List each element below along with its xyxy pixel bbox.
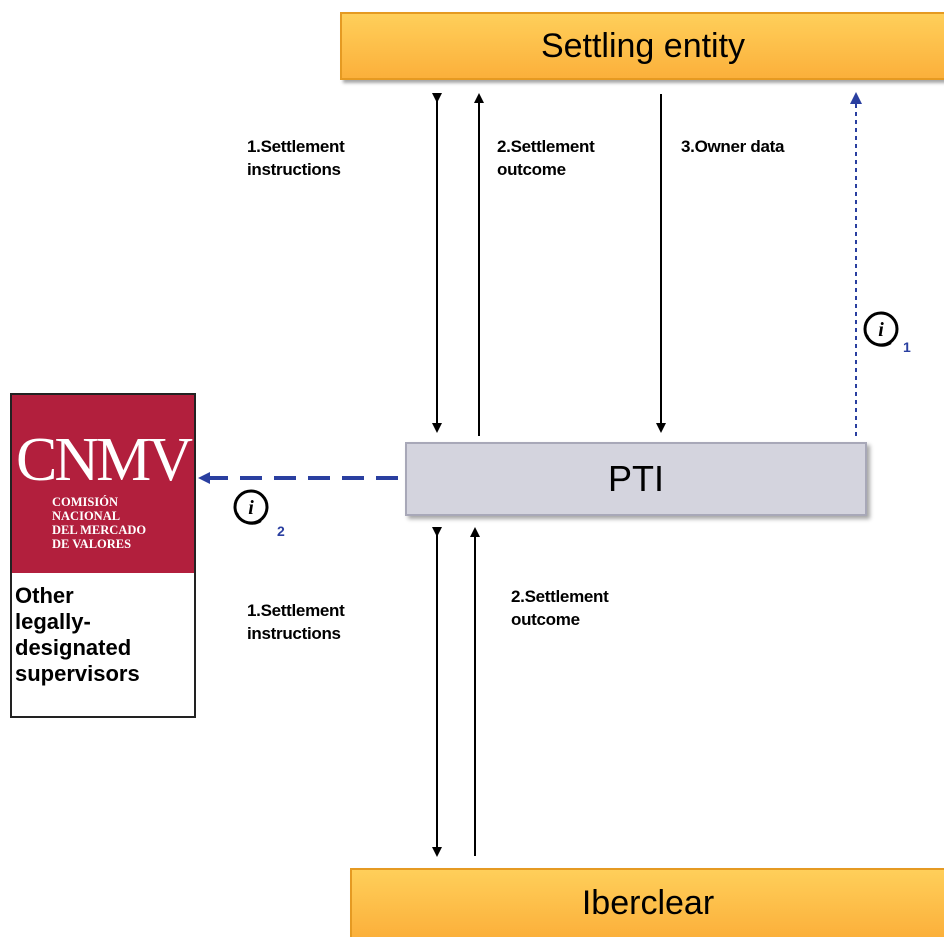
pti-box: PTI <box>405 442 867 516</box>
supervisors-label: Other legally- designated supervisors <box>15 583 140 686</box>
cnmv-logo-subtitle: COMISIÓN NACIONAL DEL MERCADO DE VALORES <box>52 495 147 551</box>
cnmv-logo: CNMV COMISIÓN NACIONAL DEL MERCADO DE VA… <box>12 395 194 573</box>
label-top-settlement-outcome: 2.Settlement outcome <box>497 137 595 179</box>
cnmv-logo-panel: CNMV COMISIÓN NACIONAL DEL MERCADO DE VA… <box>10 393 196 718</box>
info-icon: i <box>863 311 899 347</box>
settling-entity-box: Settling entity <box>340 12 944 80</box>
pti-label: PTI <box>607 458 664 499</box>
label-bottom-settlement-instructions: 1.Settlement instructions <box>247 601 345 643</box>
info-subscript-1: 1 <box>903 339 911 355</box>
svg-text:i: i <box>248 497 254 519</box>
info-subscript-2: 2 <box>277 523 285 539</box>
iberclear-box: Iberclear <box>350 868 944 937</box>
info-icon: i <box>233 489 269 525</box>
cnmv-logo-title: CNMV <box>15 426 193 494</box>
label-owner-data: 3.Owner data <box>681 137 785 156</box>
svg-text:i: i <box>878 319 884 341</box>
label-bottom-settlement-outcome: 2.Settlement outcome <box>511 587 609 629</box>
iberclear-label: Iberclear <box>581 884 715 922</box>
label-top-settlement-instructions: 1.Settlement instructions <box>247 137 345 179</box>
settling-entity-label: Settling entity <box>540 26 746 65</box>
